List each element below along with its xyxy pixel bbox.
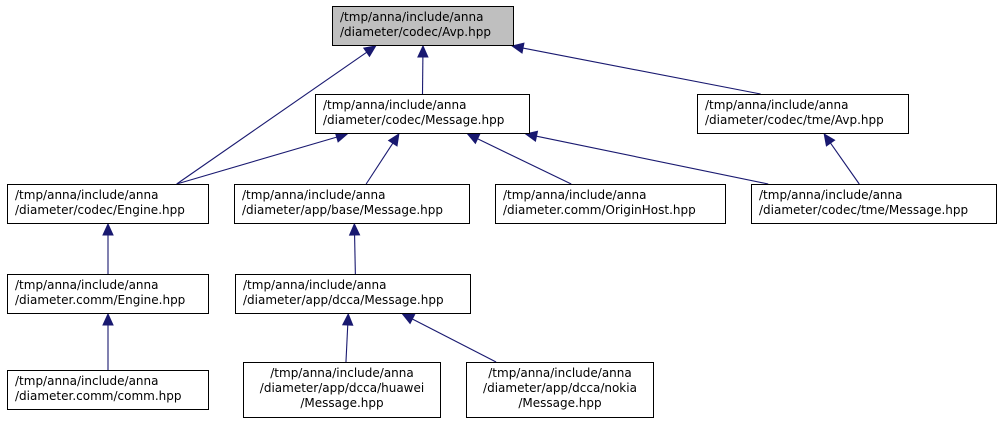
include-edge-tme_avp-to-avp xyxy=(510,42,761,95)
edge-line xyxy=(412,318,497,363)
edge-line xyxy=(522,47,761,95)
node-label-line: /diameter/app/dcca/huawei xyxy=(259,381,425,395)
node-comm-comm-hpp[interactable]: /tmp/anna/include/anna/diameter.comm/com… xyxy=(7,370,209,410)
node-label-line: /diameter/codec/tme/Avp.hpp xyxy=(705,113,884,127)
node-label-line: /diameter/codec/Engine.hpp xyxy=(15,203,185,217)
node-label-line: /tmp/anna/include/anna xyxy=(488,366,632,380)
node-tme-avp-hpp[interactable]: /tmp/anna/include/anna/diameter/codec/tm… xyxy=(697,94,909,134)
arrowhead-icon xyxy=(102,222,114,236)
node-label-line: /tmp/anna/include/anna xyxy=(705,98,849,112)
arrowhead-icon xyxy=(387,132,400,147)
node-label-line: /diameter/app/dcca/Message.hpp xyxy=(243,293,444,307)
node-label-line: /diameter/app/base/Message.hpp xyxy=(242,203,444,217)
node-huawei-message-hpp[interactable]: /tmp/anna/include/anna/diameter/app/dcca… xyxy=(243,362,441,418)
arrowhead-icon xyxy=(466,133,481,145)
include-edge-codec_engine-to-codec_message xyxy=(176,131,349,185)
edge-line xyxy=(830,142,860,185)
include-edge-tme_message-to-codec_message xyxy=(524,130,769,185)
node-label-line: /diameter.comm/Engine.hpp xyxy=(15,293,186,307)
node-label-line: /diameter.comm/comm.hpp xyxy=(15,389,182,403)
include-edge-codec_message-to-avp xyxy=(417,44,429,95)
node-label-line: /Message.hpp xyxy=(300,396,384,410)
node-comm-engine-hpp[interactable]: /tmp/anna/include/anna/diameter.comm/Eng… xyxy=(7,274,209,314)
include-edge-tme_message-to-tme_avp xyxy=(823,133,860,185)
node-base-message-hpp[interactable]: /tmp/anna/include/anna/diameter/app/base… xyxy=(234,184,470,224)
node-label-line: /diameter/codec/Message.hpp xyxy=(323,113,505,127)
node-label-line: /tmp/anna/include/anna xyxy=(15,188,159,202)
include-edge-codec_engine-to-avp xyxy=(176,45,377,185)
node-nokia-message-hpp[interactable]: /tmp/anna/include/anna/diameter/app/dcca… xyxy=(466,362,654,418)
node-label-line: /tmp/anna/include/anna xyxy=(15,374,159,388)
node-label-line: /tmp/anna/include/anna xyxy=(340,10,484,24)
include-edge-comm_comm-to-comm_engine xyxy=(102,312,114,370)
arrowhead-icon xyxy=(348,222,361,236)
edge-line xyxy=(176,51,367,185)
node-label-line: /tmp/anna/include/anna xyxy=(759,188,903,202)
edge-line xyxy=(354,234,356,275)
node-label-line: /diameter/codec/tme/Message.hpp xyxy=(759,203,969,217)
node-avp-hpp: /tmp/anna/include/anna/diameter/codec/Av… xyxy=(332,6,514,46)
arrowhead-icon xyxy=(362,45,377,58)
node-label-line: /tmp/anna/include/anna xyxy=(323,98,467,112)
arrowhead-icon xyxy=(510,42,525,54)
include-edge-base_message-to-codec_message xyxy=(365,132,400,185)
edge-line xyxy=(477,138,572,185)
edge-line xyxy=(176,136,337,185)
include-edge-dcca_message-to-base_message xyxy=(348,222,361,275)
node-label-line: /diameter/codec/Avp.hpp xyxy=(340,25,491,39)
arrowhead-icon xyxy=(102,312,114,326)
include-edge-nokia_message-to-dcca_message xyxy=(401,313,497,363)
node-label-line: /tmp/anna/include/anna xyxy=(242,188,386,202)
edge-line xyxy=(365,142,394,185)
node-dcca-message-hpp[interactable]: /tmp/anna/include/anna/diameter/app/dcca… xyxy=(235,274,471,314)
include-edge-huawei_message-to-dcca_message xyxy=(341,312,354,363)
include-edge-comm_engine-to-codec_engine xyxy=(102,222,114,274)
node-codec-message-hpp[interactable]: /tmp/anna/include/anna/diameter/codec/Me… xyxy=(315,94,530,134)
node-codec-engine-hpp[interactable]: /tmp/anna/include/anna/diameter/codec/En… xyxy=(7,184,209,224)
include-edge-originhost-to-codec_message xyxy=(466,133,572,185)
node-label-line: /tmp/anna/include/anna xyxy=(503,188,647,202)
node-label-line: /tmp/anna/include/anna xyxy=(270,366,414,380)
edge-line xyxy=(536,135,769,185)
arrowhead-icon xyxy=(417,44,429,58)
arrowhead-icon xyxy=(341,312,354,326)
node-label-line: /diameter/app/dcca/nokia xyxy=(483,381,637,395)
node-originhost-hpp[interactable]: /tmp/anna/include/anna/diameter.comm/Ori… xyxy=(495,184,726,224)
node-label-line: /tmp/anna/include/anna xyxy=(243,278,387,292)
node-label-line: /Message.hpp xyxy=(518,396,602,410)
node-label-line: /diameter.comm/OriginHost.hpp xyxy=(503,203,696,217)
edge-line xyxy=(345,324,349,363)
arrowhead-icon xyxy=(823,133,836,147)
node-tme-message-hpp[interactable]: /tmp/anna/include/anna/diameter/codec/tm… xyxy=(751,184,997,224)
node-label-line: /tmp/anna/include/anna xyxy=(15,278,159,292)
arrowhead-icon xyxy=(401,313,416,325)
